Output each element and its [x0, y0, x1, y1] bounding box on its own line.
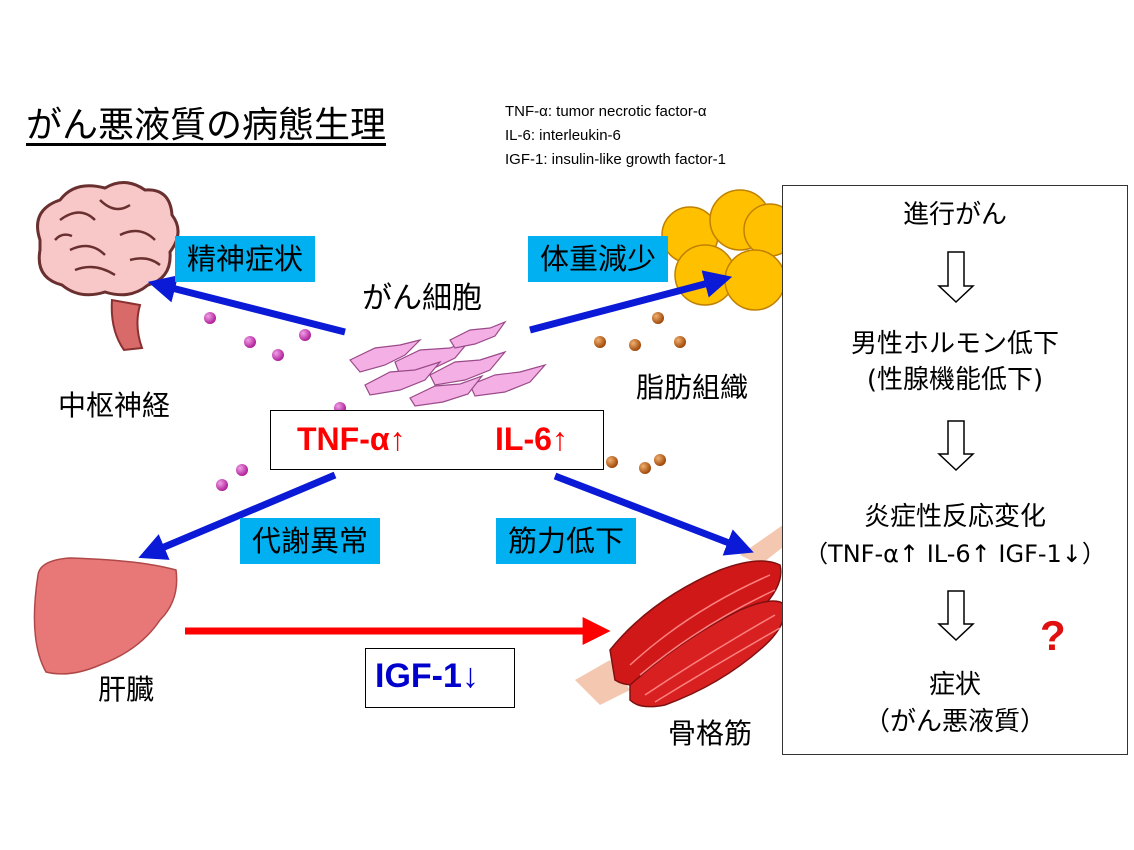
liver-icon — [33, 557, 178, 675]
cytokine-tnf: TNF-α↑ — [297, 421, 406, 457]
effect-weight-loss: 体重減少 — [528, 236, 669, 282]
arrow-to-liver — [138, 471, 337, 560]
arrow-to-muscle — [553, 472, 754, 556]
flow-step-advanced-cancer: 進行がん — [902, 200, 1007, 230]
effect-muscle-weakness: 筋力低下 — [496, 518, 637, 564]
flow-arrow-3 — [937, 590, 975, 642]
organ-label-fat: 脂肪組織 — [636, 371, 749, 404]
igf-box: IGF-1↓ — [365, 648, 515, 708]
cytokine-particles-orange — [594, 312, 686, 474]
effect-psychiatric: 精神症状 — [175, 236, 316, 282]
flow-step-hormone-line2: (性腺機能低下) — [866, 365, 1044, 395]
flow-step-inflammation-line1: 炎症性反応変化 — [863, 502, 1046, 532]
question-mark: ? — [1040, 612, 1066, 659]
cytokine-il6: IL-6↑ — [495, 421, 568, 457]
flow-arrow-1 — [937, 251, 975, 304]
arrow-to-fat — [529, 270, 733, 334]
flow-step-symptoms-line2: （がん悪液質） — [863, 707, 1046, 737]
abbreviation-igf: IGF-1: insulin-like growth factor-1 — [505, 151, 726, 168]
brain-icon — [36, 181, 180, 352]
cytokine-particles-magenta — [204, 312, 346, 491]
flow-step-hormone-line1: 男性ホルモン低下 — [850, 329, 1059, 359]
organ-label-liver: 肝臓 — [98, 673, 155, 706]
flow-step-inflammation-line2: （TNF-α↑ IL-6↑ IGF-1↓） — [804, 540, 1106, 568]
arrow-to-brain — [147, 275, 346, 336]
igf-label: IGF-1↓ — [375, 657, 479, 695]
effect-metabolic: 代謝異常 — [240, 518, 381, 564]
cytokine-box: TNF-α↑ IL-6↑ — [270, 410, 604, 470]
flow-panel: 進行がん 男性ホルモン低下 (性腺機能低下) 炎症性反応変化 （TNF-α↑ I… — [782, 185, 1128, 755]
muscle-icon — [575, 520, 792, 708]
cancer-cells-label: がん細胞 — [362, 281, 482, 316]
flow-arrow-2 — [937, 420, 975, 472]
organ-label-brain: 中枢神経 — [58, 389, 171, 422]
flow-arrows — [937, 251, 975, 642]
abbreviation-il6: IL-6: interleukin-6 — [505, 127, 621, 144]
page-title: がん悪液質の病態生理 — [26, 105, 387, 146]
organ-label-muscle: 骨格筋 — [668, 717, 753, 750]
cancer-cells-icon — [349, 320, 547, 407]
abbreviation-tnf: TNF-α: tumor necrotic factor-α — [505, 103, 707, 120]
flow-step-symptoms-line1: 症状 — [928, 670, 981, 700]
